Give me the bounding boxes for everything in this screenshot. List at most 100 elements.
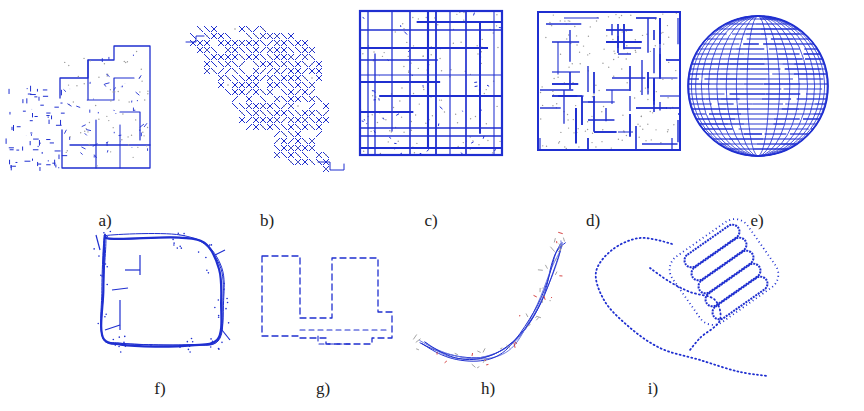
graph-edge	[440, 107, 443, 110]
graph-edge	[534, 295, 537, 297]
graph-edge	[267, 40, 273, 46]
graph-vertex	[667, 129, 668, 130]
graph-vertex	[552, 91, 553, 92]
graph-vertex	[248, 35, 250, 37]
graph-edge	[554, 238, 555, 242]
graph-edge	[218, 82, 224, 88]
graph-edge	[606, 29, 633, 31]
graph-edge	[239, 89, 245, 95]
graph-edge	[408, 50, 410, 52]
graph-edge	[225, 40, 231, 46]
graph-vertex	[223, 283, 225, 285]
graph-vertex	[137, 147, 138, 148]
graph-vertex	[487, 140, 488, 141]
graph-edge	[539, 138, 540, 150]
graph-edge	[133, 108, 134, 111]
graph-vertex	[318, 112, 320, 114]
graph-edge	[678, 11, 680, 12]
graph-vertex	[226, 298, 228, 300]
graph-edge	[274, 145, 280, 151]
graph-vertex	[218, 316, 220, 318]
graph-edge	[364, 119, 366, 120]
graph-edge	[302, 124, 308, 130]
graph-edge	[461, 153, 462, 155]
graph-vertex	[415, 114, 416, 115]
graph-edge	[267, 82, 273, 88]
graph-edge	[260, 96, 266, 102]
graph-edge	[215, 250, 225, 255]
graph-edge	[267, 124, 273, 130]
graph-edge	[486, 364, 488, 365]
graph-edge	[309, 145, 315, 151]
graph-edge	[540, 89, 573, 91]
graph-edge	[295, 68, 301, 74]
graph-vertex	[255, 63, 257, 65]
graph-vertex	[622, 139, 623, 140]
graph-vertex	[131, 135, 132, 136]
graph-edge	[400, 153, 402, 155]
graph-edge	[246, 33, 252, 39]
graph-edge	[659, 54, 661, 79]
graph-vertex	[188, 349, 190, 351]
panel-i-graph	[596, 213, 785, 376]
graph-vertex	[642, 35, 643, 36]
graph-edge	[535, 316, 536, 318]
graph-vertex	[262, 126, 264, 128]
graph-vertex	[557, 76, 558, 77]
graph-edge	[246, 54, 252, 60]
graph-edge	[211, 68, 217, 74]
graph-edge	[295, 68, 301, 74]
graph-vertex	[583, 45, 584, 46]
graph-edge	[690, 68, 720, 69]
graph-edge	[741, 113, 780, 114]
graph-edge	[541, 287, 543, 289]
trajectory-loop	[689, 235, 749, 283]
graph-vertex	[297, 161, 299, 163]
graph-edge	[316, 75, 322, 81]
graph-edge	[40, 105, 44, 106]
graph-vertex	[575, 105, 576, 106]
graph-vertex	[615, 14, 616, 15]
graph-edge	[302, 54, 308, 60]
graph-edge	[239, 117, 245, 123]
graph-edge	[545, 265, 547, 269]
graph-edge	[412, 75, 413, 76]
graph-vertex	[413, 45, 414, 46]
graph-edge	[611, 24, 612, 35]
graph-vertex	[626, 135, 627, 136]
graph-vertex	[613, 75, 614, 76]
graph-edge	[239, 40, 245, 46]
graph-edge	[86, 130, 91, 131]
graph-edge	[32, 113, 33, 117]
graph-edge	[121, 86, 122, 87]
graph-vertex	[486, 89, 487, 90]
graph-edge	[38, 164, 41, 165]
graph-edge	[225, 68, 231, 74]
graph-edge	[288, 47, 294, 53]
graph-edge	[536, 317, 539, 320]
graph-vertex	[560, 20, 561, 21]
graph-edge	[218, 75, 224, 81]
graph-edge	[729, 144, 757, 145]
graph-edge	[197, 26, 203, 32]
graph-edge	[246, 75, 252, 81]
graph-edge	[623, 24, 625, 49]
graph-edge	[692, 108, 726, 109]
graph-vertex	[496, 25, 497, 26]
graph-edge	[281, 96, 287, 102]
graph-vertex	[227, 63, 229, 65]
graph-edge	[738, 104, 752, 105]
graph-vertex	[401, 87, 402, 88]
graph-edge	[540, 107, 561, 108]
graph-vertex	[210, 346, 212, 348]
graph-edge	[253, 33, 259, 39]
graph-vertex	[393, 107, 394, 108]
graph-edge	[267, 75, 273, 81]
trajectory	[300, 329, 386, 330]
graph-vertex	[304, 56, 306, 58]
graph-edge	[295, 131, 301, 137]
graph-edge	[295, 159, 301, 165]
graph-edge	[253, 124, 259, 130]
graph-vertex	[297, 147, 299, 149]
graph-edge	[253, 89, 259, 95]
